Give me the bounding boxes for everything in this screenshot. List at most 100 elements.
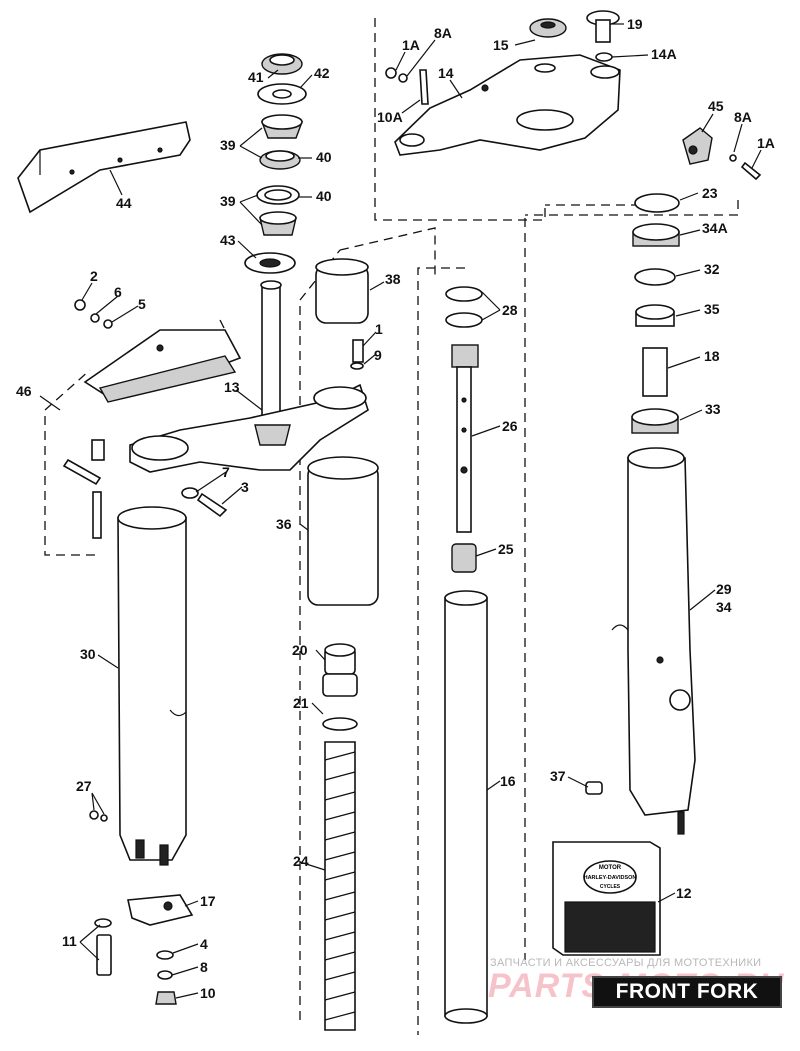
callout-14: 14	[438, 65, 454, 81]
leader-lines	[39, 23, 762, 999]
part-16-fork-tube	[444, 590, 488, 1024]
callout-10a: 10A	[377, 109, 403, 125]
part-36-cover	[307, 456, 379, 606]
part-17-cap	[127, 894, 194, 926]
callout-1a-right: 1A	[757, 135, 775, 151]
callout-14a: 14A	[651, 46, 677, 62]
callout-40-upper: 40	[316, 149, 332, 165]
callout-15: 15	[493, 37, 509, 53]
callout-38: 38	[385, 271, 401, 287]
callout-12: 12	[676, 885, 692, 901]
part-29-slider-tube	[611, 447, 696, 835]
part-27-screw	[89, 810, 108, 822]
part-4-washer	[156, 950, 174, 960]
part-8a-washer-right	[729, 154, 737, 162]
part-26-damper-tube	[451, 344, 479, 533]
callout-29: 29	[716, 581, 732, 597]
part-34a-seal	[632, 223, 680, 247]
part-21-oring	[322, 717, 358, 731]
part-8-lockwasher	[157, 970, 173, 980]
part-37-plug	[585, 781, 603, 795]
callout-34: 34	[716, 599, 732, 615]
part-10a-clip	[419, 69, 429, 105]
bearing-stack	[244, 53, 307, 274]
part-42-washer	[257, 83, 307, 105]
part-43-seal	[244, 252, 296, 274]
callout-4: 4	[200, 936, 208, 952]
callout-25: 25	[498, 541, 514, 557]
callout-3: 3	[241, 479, 249, 495]
callout-7: 7	[222, 464, 230, 480]
callout-39-upper: 39	[220, 137, 236, 153]
callout-42: 42	[314, 65, 330, 81]
part-46-stud	[62, 439, 105, 539]
part-1a-screw-right	[740, 161, 762, 181]
part-30-fork-slider	[117, 506, 187, 866]
part-18-spacer	[642, 347, 668, 397]
callout-11: 11	[62, 933, 77, 949]
part-12-package: MOTOR HARLEY-DAVIDSON CYCLES	[552, 841, 661, 956]
part-38-cover	[315, 258, 369, 324]
callout-8a-right: 8A	[734, 109, 752, 125]
part-39-lower-bearing	[259, 211, 297, 236]
callout-17: 17	[200, 893, 216, 909]
callout-19: 19	[627, 16, 643, 32]
callout-9: 9	[374, 347, 382, 363]
callout-40-lower: 40	[316, 188, 332, 204]
logo-line-2: HARLEY-DAVIDSON	[584, 875, 637, 881]
part-20-cap	[322, 643, 358, 697]
callout-26: 26	[502, 418, 518, 434]
callout-45: 45	[708, 98, 724, 114]
callout-labels: 41 42 39 40 39 40 43 44 1A 8A 14 10A 15 …	[16, 16, 775, 1001]
callout-23: 23	[702, 185, 718, 201]
callout-2: 2	[90, 268, 98, 284]
part-32-ring	[634, 268, 676, 286]
part-24-main-spring	[324, 741, 356, 1031]
part-35-bushing	[635, 304, 675, 327]
part-1-9-bolt	[350, 339, 364, 370]
callout-44: 44	[116, 195, 132, 211]
part-33-bushing	[631, 408, 679, 434]
part-45-clamp	[682, 127, 713, 165]
callout-34a: 34A	[702, 220, 728, 236]
callout-20: 20	[292, 642, 308, 658]
callout-27: 27	[76, 778, 92, 794]
dashed-grouping-lines	[44, 18, 739, 1035]
logo-line-3: CYCLES	[600, 884, 621, 890]
slider-seal-stack	[631, 193, 680, 434]
callout-43: 43	[220, 232, 236, 248]
callout-37: 37	[550, 768, 566, 784]
callout-33: 33	[705, 401, 721, 417]
part-10-nut	[155, 991, 177, 1005]
part-46-cover-plate	[83, 329, 242, 403]
part-44-trim-panel	[17, 121, 191, 214]
part-23-ring	[634, 193, 680, 213]
callout-10: 10	[200, 985, 216, 1001]
callout-24: 24	[293, 853, 309, 869]
part-2-6-5-screw	[74, 299, 113, 329]
part-40-upper-race	[259, 150, 301, 170]
callout-41: 41	[248, 69, 264, 85]
part-15-nut	[529, 18, 567, 38]
callout-35: 35	[704, 301, 720, 317]
callout-13: 13	[224, 379, 240, 395]
callout-16: 16	[500, 773, 516, 789]
part-14a-oring	[595, 52, 613, 62]
callout-8a-left: 8A	[434, 25, 452, 41]
part-19-bolt	[586, 10, 620, 43]
callout-5: 5	[138, 296, 146, 312]
callout-32: 32	[704, 261, 720, 277]
part-14-upper-bracket	[394, 54, 621, 156]
part-1a-8a-screw-left	[385, 67, 408, 83]
callout-21: 21	[293, 695, 309, 711]
part-25-rebound-spring	[451, 543, 477, 573]
part-28-rings	[445, 286, 483, 328]
harley-davidson-logo: MOTOR HARLEY-DAVIDSON CYCLES	[583, 860, 637, 894]
part-11-bolt	[94, 918, 112, 976]
callout-36: 36	[276, 516, 292, 532]
part-13-lower-bracket	[129, 280, 369, 473]
diagram-title: FRONT FORK	[592, 976, 782, 1008]
callout-8: 8	[200, 959, 208, 975]
callout-46: 46	[16, 383, 32, 399]
